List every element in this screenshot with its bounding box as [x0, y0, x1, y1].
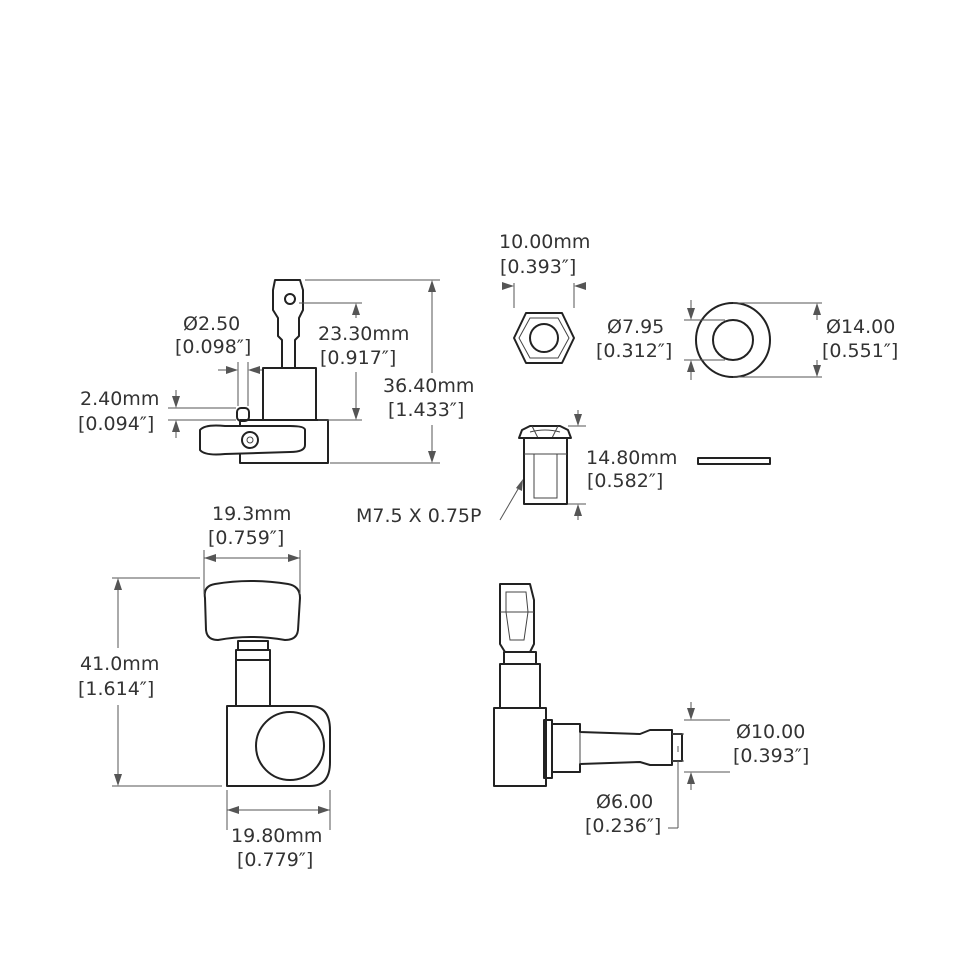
hex-width-inch: [0.393″] — [500, 256, 576, 278]
total-length-mm: 41.0mm — [80, 653, 159, 675]
washer — [695, 302, 771, 465]
bushing-height-inch: [0.582″] — [587, 470, 663, 492]
side-button — [499, 583, 535, 653]
post-hole — [284, 293, 296, 305]
button-screw — [241, 431, 259, 449]
tuner-front-view — [203, 580, 331, 787]
hex-width-mm: 10.00mm — [499, 231, 590, 253]
string-hole-inch: [0.236″] — [585, 815, 661, 837]
dimension-lines-side — [668, 702, 730, 829]
housing-width-mm: 19.80mm — [231, 825, 322, 847]
front-button — [203, 580, 301, 641]
housing-width-inch: [0.779″] — [237, 849, 313, 871]
button-width-mm: 19.3mm — [212, 503, 291, 525]
washer-inner-inch: [0.312″] — [596, 340, 672, 362]
washer-outer-inch: [0.551″] — [822, 340, 898, 362]
hex-nut — [513, 312, 575, 364]
thread-spec: M7.5 X 0.75P — [356, 505, 481, 527]
overall-height-inch: [1.433″] — [388, 399, 464, 421]
front-housing — [226, 705, 331, 787]
locating-pin — [236, 407, 250, 422]
front-gear-hole — [255, 711, 325, 781]
button-screw-inner — [246, 436, 254, 444]
tuner-side-view — [493, 583, 683, 787]
dimension-lines-hex — [502, 282, 586, 308]
post-height-inch: [0.917″] — [320, 347, 396, 369]
dimension-lines-washer — [684, 300, 822, 380]
pin-offset-mm: 2.40mm — [80, 388, 159, 410]
pin-diameter-mm: Ø2.50 — [183, 313, 240, 335]
side-housing — [493, 707, 547, 787]
pin-offset-inch: [0.094″] — [78, 413, 154, 435]
washer-inner-mm: Ø7.95 — [607, 316, 664, 338]
threaded-bushing — [518, 425, 572, 505]
washer-outer-mm: Ø14.00 — [826, 316, 895, 338]
dimension-lines-top-left — [168, 279, 440, 464]
total-length-inch: [1.614″] — [78, 678, 154, 700]
overall-height-mm: 36.40mm — [383, 375, 474, 397]
side-post — [551, 723, 673, 773]
post-tip — [272, 279, 304, 369]
post-bushing — [262, 367, 317, 421]
button-width-inch: [0.759″] — [208, 527, 284, 549]
post-height-mm: 23.30mm — [318, 323, 409, 345]
string-hole-mm: Ø6.00 — [596, 791, 653, 813]
tuner-top-view — [199, 279, 329, 464]
post-diameter-inch: [0.393″] — [733, 745, 809, 767]
dimension-lines-bushing — [499, 410, 586, 521]
dimension-lines-front — [112, 550, 331, 830]
bushing-height-mm: 14.80mm — [586, 447, 677, 469]
pin-diameter-inch: [0.098″] — [175, 336, 251, 358]
post-diameter-mm: Ø10.00 — [736, 721, 805, 743]
